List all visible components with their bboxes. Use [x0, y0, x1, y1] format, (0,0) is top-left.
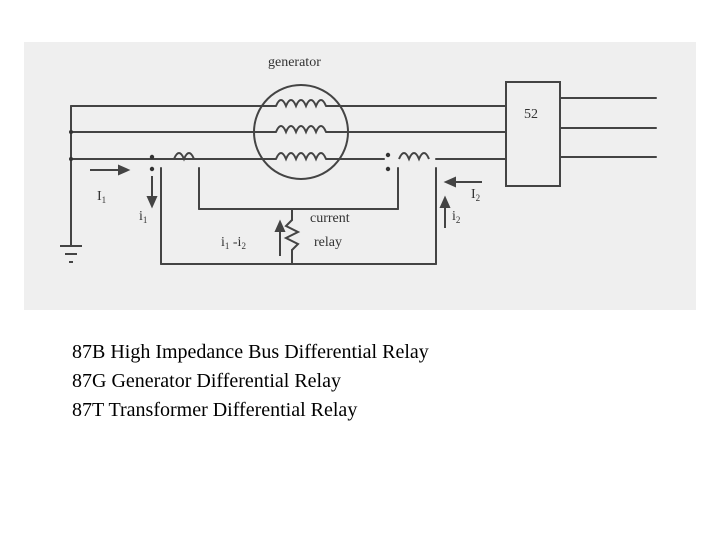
current-in-label: I1	[97, 189, 106, 205]
secondary-i2-label: i2	[452, 209, 460, 225]
relay-coil	[283, 219, 301, 251]
winding-c	[275, 152, 327, 162]
winding-a	[275, 99, 327, 109]
arrow-small-i2-head	[439, 195, 451, 208]
polarity-dot-ct1-a	[149, 154, 155, 160]
polarity-dot-ct2-b	[385, 166, 391, 172]
polarity-dot-ct1-b	[149, 166, 155, 172]
relay-label-current: current	[310, 211, 350, 226]
breaker-label: 52	[524, 107, 538, 122]
ct2-coil	[398, 152, 430, 162]
polarity-dot-ct2-a	[385, 152, 391, 158]
ground-symbol	[60, 245, 82, 263]
secondary-i1-label: i1	[139, 209, 147, 225]
winding-b	[275, 125, 327, 135]
arrow-i2-head	[443, 176, 456, 188]
difference-current-label: i1 -i2	[221, 235, 246, 251]
relay-label-relay: relay	[314, 235, 342, 250]
caption-line-87b: 87B High Impedance Bus Differential Rela…	[72, 341, 429, 363]
diagram-svg: 52 generator current relay I1 I2 i1 i2	[60, 55, 657, 265]
arrow-diff-head	[274, 219, 286, 232]
generator-circle	[253, 84, 349, 180]
caption-block: 87B High Impedance Bus Differential Rela…	[72, 338, 429, 425]
breaker-box	[505, 81, 561, 187]
arrow-small-i1-head	[146, 196, 158, 209]
current-out-label: I2	[471, 187, 480, 203]
relay-diagram: 52 generator current relay I1 I2 i1 i2	[24, 42, 696, 310]
generator-label: generator	[268, 55, 321, 70]
caption-line-87g: 87G Generator Differential Relay	[72, 370, 341, 392]
arrow-i1-head	[118, 164, 131, 176]
ct1-coil	[173, 152, 195, 162]
caption-line-87t: 87T Transformer Differential Relay	[72, 399, 358, 421]
